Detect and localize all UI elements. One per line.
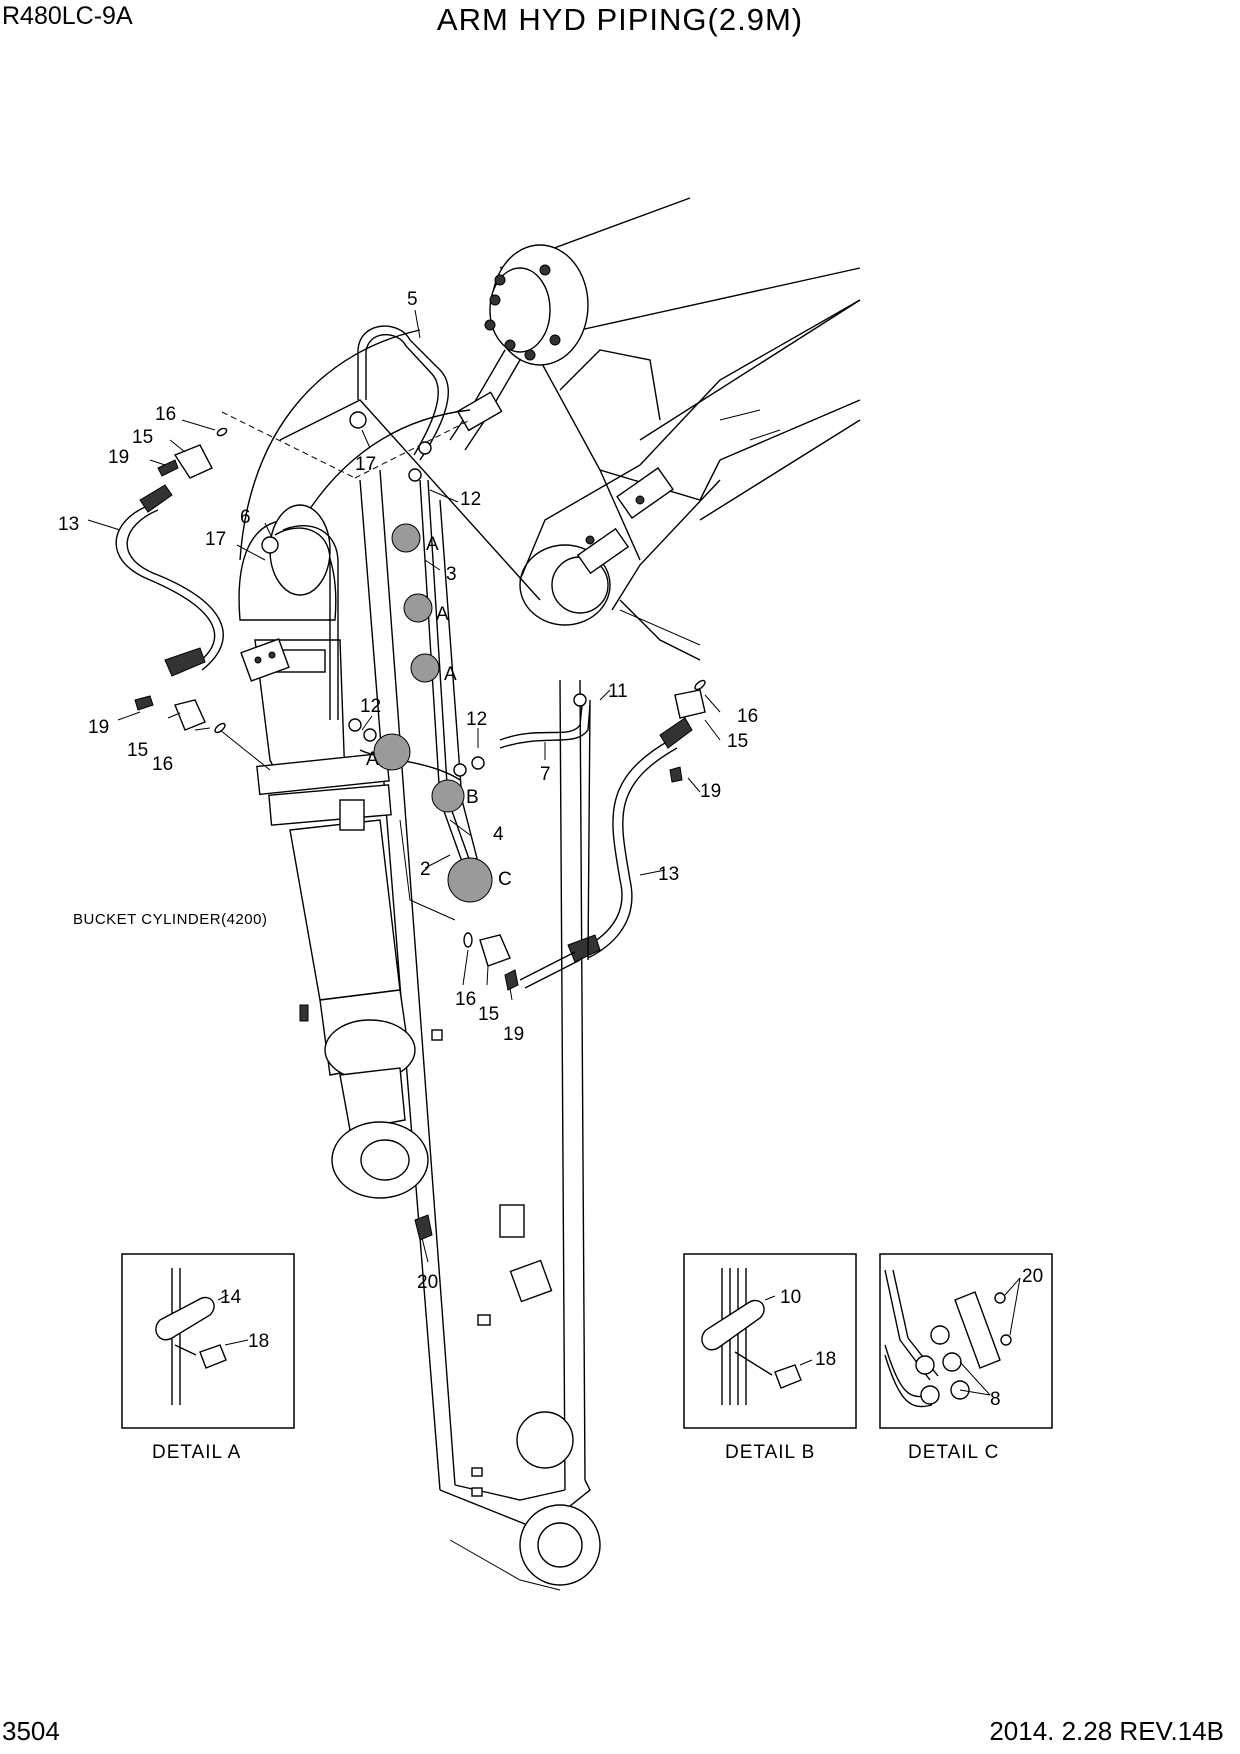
detail-a-marker — [410, 653, 440, 683]
head-bolt — [254, 656, 262, 664]
head-bolt — [268, 651, 276, 659]
callout-16: 16 — [737, 706, 758, 727]
detail-ref-a: A — [444, 664, 457, 685]
bucket-cylinder-label: BUCKET CYLINDER(4200) — [73, 911, 267, 928]
page-number: 3504 — [2, 1716, 60, 1746]
callout-19: 19 — [700, 781, 721, 802]
detail-a-callout-14: 14 — [220, 1287, 242, 1308]
callout-19: 19 — [88, 717, 109, 738]
callout-12: 12 — [466, 709, 487, 730]
arm-body — [279, 399, 601, 1591]
callout-13: 13 — [658, 864, 679, 885]
detail-c-callout-20: 20 — [1022, 1266, 1043, 1287]
callout-12: 12 — [360, 696, 381, 717]
callout-19: 19 — [108, 447, 129, 468]
callout-17: 17 — [205, 529, 226, 550]
ref-line — [619, 609, 701, 646]
callout-15: 15 — [132, 427, 153, 448]
detail-ref-b: B — [466, 787, 479, 808]
callout-16: 16 — [455, 989, 476, 1010]
boom-cylinder-head — [449, 244, 589, 451]
leaders — [87, 309, 721, 1263]
ref-line — [219, 729, 271, 771]
revision-date: 2014. 2.28 REV.14B — [989, 1716, 1224, 1746]
detail-ref-a: A — [366, 749, 379, 770]
detail-b-callout-18: 18 — [815, 1349, 836, 1370]
detail-c-callout-8: 8 — [990, 1389, 1001, 1410]
detail-a-callout-18: 18 — [248, 1331, 269, 1352]
detail-c-caption: DETAIL C — [908, 1442, 999, 1463]
callout-11: 11 — [608, 681, 628, 702]
page-title: ARM HYD PIPING(2.9M) — [436, 2, 804, 37]
callout-17: 17 — [355, 454, 376, 475]
callout-6: 6 — [240, 507, 251, 528]
detail-a-marker — [391, 523, 421, 553]
detail-a-caption: DETAIL A — [152, 1442, 241, 1463]
callout-3: 3 — [446, 564, 457, 585]
detail-ref-a: A — [426, 534, 439, 555]
detail-a-marker — [373, 733, 411, 771]
detail-a-panel: 14 18 — [121, 1253, 295, 1429]
callout-15: 15 — [478, 1004, 499, 1025]
arm-pivot-linkage — [519, 299, 861, 661]
callout-16: 16 — [155, 404, 176, 425]
detail-c-marker — [447, 857, 493, 903]
callout-20: 20 — [417, 1272, 438, 1293]
callout-4: 4 — [493, 824, 504, 845]
fittings — [134, 411, 706, 1241]
detail-b-marker — [431, 779, 465, 813]
callout-7: 7 — [540, 764, 551, 785]
detail-ref-c: C — [498, 869, 512, 890]
callout-2: 2 — [420, 859, 431, 880]
callout-15: 15 — [727, 731, 748, 752]
detail-c-panel: 20 8 — [879, 1253, 1053, 1429]
callout-19: 19 — [503, 1024, 524, 1045]
bucket-cylinder — [238, 504, 429, 1199]
ref-line — [354, 419, 471, 479]
ref-line — [399, 819, 456, 921]
model-name: R480LC-9A — [2, 2, 133, 30]
arm-top-arc — [239, 329, 421, 561]
detail-b-callout-10: 10 — [780, 1287, 801, 1308]
callout-5: 5 — [407, 289, 418, 310]
cylinder-head-block — [240, 638, 290, 682]
callout-13: 13 — [58, 514, 79, 535]
callout-12: 12 — [460, 489, 481, 510]
ref-line — [221, 411, 356, 479]
detail-a-marker — [403, 593, 433, 623]
piping — [115, 325, 693, 989]
detail-ref-a: A — [436, 604, 449, 625]
callout-15: 15 — [127, 740, 148, 761]
detail-b-panel: 10 18 — [683, 1253, 857, 1429]
callout-16: 16 — [152, 754, 173, 775]
detail-b-caption: DETAIL B — [725, 1442, 815, 1463]
